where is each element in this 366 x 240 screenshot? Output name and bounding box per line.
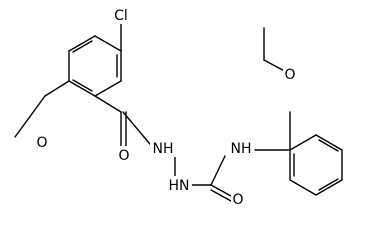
label-bg	[150, 139, 176, 157]
ethoxy-oxygen-label: O	[284, 67, 295, 83]
bond	[289, 179, 317, 196]
label-bg	[110, 6, 132, 24]
carbonyl-oxygen-label: O	[118, 148, 129, 164]
bond-carbonyl2-double	[210, 184, 232, 197]
hydrazine-hn-label: HN	[169, 178, 190, 194]
bond	[68, 80, 96, 97]
label-bg	[117, 146, 131, 164]
methoxy-oxygen-label: O	[36, 135, 47, 151]
bond-ring-carbonyl	[94, 95, 122, 113]
hydrazide-nh-label: NH	[153, 141, 174, 157]
bond	[315, 134, 343, 151]
label-bg	[283, 65, 297, 83]
bond-c-nh	[122, 111, 156, 151]
bond-carbonyl2-double	[210, 189, 232, 202]
chlorine-label: Cl	[114, 8, 128, 24]
label-bg	[35, 133, 49, 151]
urea-oxygen-label: O	[232, 192, 243, 208]
bond-methyl	[14, 95, 46, 138]
bond	[289, 134, 317, 151]
bond	[315, 179, 343, 196]
label-bg	[166, 176, 192, 194]
molecule-structure: Cl O O O O NH HN NH	[14, 6, 343, 208]
label-bg	[231, 190, 245, 208]
bond	[68, 35, 96, 52]
structure-canvas: Cl O O O O NH HN NH	[14, 6, 343, 208]
label-bg	[228, 139, 254, 157]
ring-left	[68, 35, 122, 97]
bond-c-nh-aryl	[210, 155, 226, 186]
bond	[94, 35, 122, 52]
bond-double-inner	[318, 178, 339, 191]
bond-double-inner	[72, 40, 93, 53]
bond	[94, 80, 122, 97]
bond-double-inner	[72, 79, 93, 92]
bond-o-methoxy	[44, 80, 70, 97]
bond-double-inner	[318, 139, 339, 152]
ring-right	[289, 134, 343, 196]
anilide-nh-label: NH	[231, 141, 252, 157]
